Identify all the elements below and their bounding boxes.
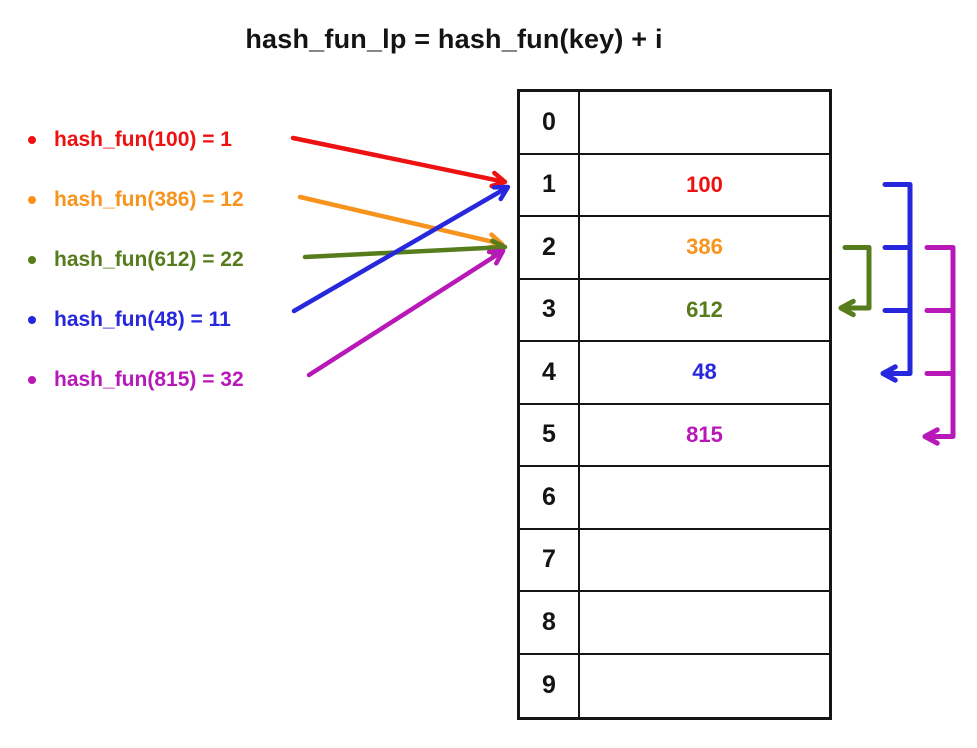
table-index-cell: 1 xyxy=(520,154,580,215)
table-value-cell: 100 xyxy=(686,171,723,197)
bullet-icon xyxy=(28,316,36,324)
table-row-1: 1 100 xyxy=(520,154,829,217)
table-index-cell: 4 xyxy=(520,342,580,403)
table-row-5: 5 815 xyxy=(520,404,829,467)
arrow-100-to-slot1-head xyxy=(489,170,508,189)
table-index-cell: 9 xyxy=(520,654,580,717)
probe-path-815-head xyxy=(922,427,940,446)
hash-item-label: hash_fun(386) = 12 xyxy=(54,188,244,211)
table-value-cell xyxy=(580,530,829,591)
table-value-cell xyxy=(580,92,829,153)
hash-item-label: hash_fun(815) = 32 xyxy=(54,368,244,391)
table-index-cell: 3 xyxy=(520,279,580,340)
arrow-48-to-slot1 xyxy=(291,186,507,314)
table-row-8: 8 xyxy=(520,592,829,655)
table-value-cell: 48 xyxy=(692,359,717,385)
hash-item-815: hash_fun(815) = 32 xyxy=(28,366,244,394)
table-value-cell: 612 xyxy=(686,296,723,322)
table-index-cell: 0 xyxy=(520,92,580,153)
hash-item-386: hash_fun(386) = 12 xyxy=(28,186,244,214)
table-row-6: 6 xyxy=(520,467,829,530)
arrow-612-to-slot2 xyxy=(302,244,504,260)
probe-path-48 xyxy=(882,182,913,376)
table-index-cell: 2 xyxy=(520,217,580,278)
table-index-cell: 7 xyxy=(520,529,580,590)
arrow-612-to-slot2-head xyxy=(490,238,508,257)
table-value-cell xyxy=(580,467,829,528)
probe-path-612-head xyxy=(838,298,856,318)
table-index-cell: 5 xyxy=(520,404,580,465)
bullet-icon xyxy=(28,376,36,384)
table-row-0: 0 xyxy=(520,92,829,155)
bullet-icon xyxy=(28,256,36,264)
hash-item-100: hash_fun(100) = 1 xyxy=(28,126,244,154)
probe-path-612 xyxy=(842,245,872,311)
probe-path-815 xyxy=(924,245,956,439)
table-value-cell: 386 xyxy=(686,234,723,260)
hash-item-612: hash_fun(612) = 22 xyxy=(28,246,244,274)
hash-item-label: hash_fun(612) = 22 xyxy=(54,248,244,271)
table-index-cell: 6 xyxy=(520,467,580,528)
table-row-9: 9 xyxy=(520,654,829,718)
table-index-cell: 8 xyxy=(520,592,580,653)
arrow-815-to-slot2-head xyxy=(486,248,506,266)
table-value-cell: 815 xyxy=(686,421,723,447)
table-row-2: 2 386 xyxy=(520,217,829,280)
diagram-title: hash_fun_lp = hash_fun(key) + i xyxy=(245,24,663,54)
table-value-cell xyxy=(580,592,829,653)
arrow-100-to-slot1 xyxy=(290,135,504,184)
hash-item-label: hash_fun(48) = 11 xyxy=(54,308,231,331)
arrow-386-to-slot2 xyxy=(297,194,501,246)
bullet-icon xyxy=(28,136,36,144)
arrow-48-to-slot1-head xyxy=(491,184,511,202)
bullet-icon xyxy=(28,196,36,204)
table-row-7: 7 xyxy=(520,529,829,592)
hash-function-list: hash_fun(100) = 1 hash_fun(386) = 12 hash_… xyxy=(28,126,244,426)
probe-path-48-head xyxy=(880,364,898,383)
table-value-cell xyxy=(580,655,829,718)
arrow-386-to-slot2-head xyxy=(486,232,505,251)
table-row-3: 3 612 xyxy=(520,279,829,342)
arrow-815-to-slot2 xyxy=(306,250,502,378)
hash-item-48: hash_fun(48) = 11 xyxy=(28,306,244,334)
table-row-4: 4 48 xyxy=(520,342,829,405)
hash-item-label: hash_fun(100) = 1 xyxy=(54,128,232,151)
